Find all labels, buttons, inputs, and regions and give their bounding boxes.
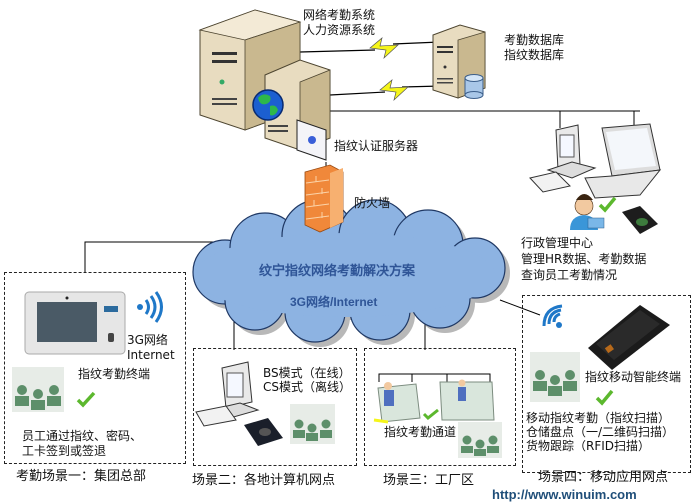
cloud-subtitle: 3G网络/Internet: [290, 295, 378, 309]
link-scene4: [499, 299, 541, 316]
fingerprint-reader-icon-scene2: [244, 418, 283, 446]
auth-server-label: 指纹认证服务器: [334, 139, 419, 153]
attendance-terminal-icon: [24, 291, 126, 355]
cloud-core: [195, 233, 495, 317]
admin-center-title: 行政管理中心: [521, 236, 594, 250]
db-server-label-2: 指纹数据库: [504, 48, 565, 62]
admin-laptop-icon: [584, 123, 662, 199]
group-icon-scene2: [290, 404, 335, 444]
main-server-label-1: 网络考勤系统: [303, 8, 376, 22]
firewall-label: 防火墙: [354, 196, 391, 210]
admin-center-line-3: 查询员工考勤情况: [521, 268, 618, 282]
scene2-mode-bs: BS模式（在线）: [263, 366, 351, 380]
scene4-box: [522, 295, 691, 473]
db-server-label-1: 考勤数据库: [504, 33, 565, 47]
database-cylinder-icon: [464, 74, 484, 99]
scene3-device-label: 指纹考勤通道: [384, 425, 457, 439]
scene2-box: [193, 348, 357, 466]
lightning-link-2: [329, 79, 443, 102]
admin-center-line-2: 管理HR数据、考勤数据: [521, 252, 647, 266]
globe-icon: [252, 89, 284, 121]
cloud-title: 纹宁指纹网络考勤解决方案: [259, 263, 416, 278]
main-server-label-2: 人力资源系统: [303, 23, 376, 37]
scene4-description-1: 移动指纹考勤（指纹扫描）: [526, 411, 671, 425]
admin-user-icon: [570, 194, 605, 230]
group-icon-scene3: [458, 422, 502, 458]
fingerprint-scanner-icon: [622, 206, 658, 234]
lightning-link-1: [299, 37, 441, 60]
scene2-caption: 场景二：各地计算机网点: [192, 473, 336, 488]
scene1-caption: 考勤场景一：集团总部: [16, 469, 147, 484]
scene3-box: [364, 348, 516, 466]
scene3-caption: 场景三：工厂区: [383, 473, 475, 488]
gate-bracket: [378, 373, 491, 382]
scene2-mode-cs: CS模式（离线）: [263, 380, 351, 394]
scene4-caption: 场景四：移动应用网点: [538, 470, 669, 485]
computer-icon-scene2: [195, 361, 260, 427]
scene1-description-2: 工卡签到或签退: [22, 444, 107, 458]
group-icon-scene4: [530, 352, 580, 402]
scene4-description-2: 仓储盘点（一/二维码扫描）: [526, 425, 675, 439]
scene4-description-3: 货物跟踪（RFID扫描）: [526, 439, 651, 453]
admin-desktop-icon: [529, 124, 597, 193]
scene1-description-1: 员工通过指纹、密码、: [22, 429, 143, 443]
scene1-network-label-1: 3G网络: [127, 333, 168, 347]
admin-check-icon: [598, 196, 617, 213]
turnstile-gate-icon-2: [439, 379, 495, 421]
scene1-box: [4, 272, 186, 464]
scene1-network-label-2: Internet: [127, 348, 175, 362]
turnstile-gate-icon-1: [373, 382, 421, 424]
wifi-icon-scene1: [137, 291, 163, 323]
firewall-icon: [304, 164, 344, 233]
auth-server-icon: [264, 59, 331, 161]
scene1-check-icon: [76, 391, 96, 408]
footer-url-link[interactable]: http://www.winuim.com: [492, 487, 637, 502]
scene1-device-label: 指纹考勤终端: [78, 367, 151, 381]
wifi-icon-scene4: [542, 304, 563, 328]
group-icon-scene1: [12, 367, 64, 412]
mobile-terminal-icon: [588, 305, 670, 370]
scene3-check-icon: [422, 408, 439, 421]
scene4-check-icon: [595, 389, 614, 406]
scene4-device-label: 指纹移动智能终端: [585, 370, 682, 384]
